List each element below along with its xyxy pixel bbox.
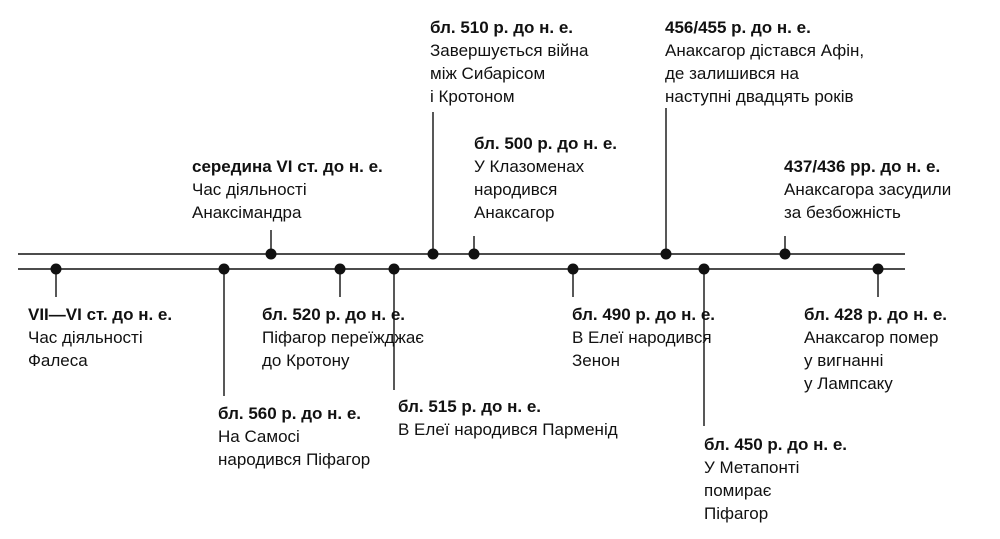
- event-date: VII—VI ст. до н. е.: [28, 305, 173, 324]
- event-500: бл. 500 р. до н. е. У Клазоменах народив…: [474, 132, 617, 224]
- event-date: бл. 450 р. до н. е.: [704, 435, 848, 454]
- event-437: 437/436 рр. до н. е. Анаксагора засудили…: [784, 155, 951, 224]
- timeline-marker-vi-mid: [265, 248, 277, 260]
- timeline-marker-450: [698, 263, 710, 275]
- event-line: народився: [474, 180, 558, 199]
- event-line: між Сибарісом: [430, 64, 546, 83]
- event-date: бл. 515 р. до н. е.: [398, 397, 542, 416]
- timeline-marker-vii-vi: [50, 263, 62, 275]
- timeline-marker-520: [334, 263, 346, 275]
- event-date: бл. 428 р. до н. е.: [804, 305, 948, 324]
- event-description: Анаксагора засудили за безбожність: [784, 178, 951, 224]
- event-line: В Елеї народився: [572, 328, 712, 347]
- event-line: Піфагор переїжджає: [262, 328, 424, 347]
- event-vi-mid: середина VI ст. до н. е. Час діяльності …: [192, 155, 383, 224]
- event-description: Час діяльності Анаксімандра: [192, 178, 383, 224]
- event-line: наступні двадцять років: [665, 87, 854, 106]
- event-510: бл. 510 р. до н. е. Завершується війна м…: [430, 16, 589, 108]
- timeline-marker-437: [779, 248, 791, 260]
- event-date: 437/436 рр. до н. е.: [784, 157, 941, 176]
- event-description: У Метапонті помирає Піфагор: [704, 456, 847, 525]
- event-line: помирає: [704, 481, 772, 500]
- event-line: Час діяльності: [192, 180, 307, 199]
- event-line: На Самосі: [218, 427, 300, 446]
- event-line: У Клазоменах: [474, 157, 585, 176]
- event-date: 456/455 р. до н. е.: [665, 18, 811, 37]
- event-line: народився Піфагор: [218, 450, 371, 469]
- timeline-marker-428: [872, 263, 884, 275]
- event-line: Піфагор: [704, 504, 769, 523]
- event-line: Анаксагор: [474, 203, 555, 222]
- event-line: У Метапонті: [704, 458, 800, 477]
- event-line: Фалеса: [28, 351, 88, 370]
- event-description: Анаксагор дістався Афін, де залишився на…: [665, 39, 864, 108]
- event-line: і Кротоном: [430, 87, 515, 106]
- timeline-marker-560: [218, 263, 230, 275]
- event-line: Зенон: [572, 351, 620, 370]
- event-line: Завершується війна: [430, 41, 589, 60]
- timeline-marker-500: [468, 248, 480, 260]
- event-date: бл. 520 р. до н. е.: [262, 305, 406, 324]
- event-line: Анаксагор дістався Афін,: [665, 41, 865, 60]
- event-515: бл. 515 р. до н. е. В Елеї народився Пар…: [398, 395, 618, 441]
- event-line: до Кротону: [262, 351, 350, 370]
- event-description: В Елеї народився Зенон: [572, 326, 715, 372]
- event-line: В Елеї народився Парменід: [398, 420, 618, 439]
- event-line: Анаксагор помер: [804, 328, 939, 347]
- event-line: у вигнанні: [804, 351, 884, 370]
- event-450: бл. 450 р. до н. е. У Метапонті помирає …: [704, 433, 847, 525]
- event-date: середина VI ст. до н. е.: [192, 157, 383, 176]
- timeline-marker-490: [567, 263, 579, 275]
- event-line: за безбожність: [784, 203, 901, 222]
- event-520: бл. 520 р. до н. е. Піфагор переїжджає д…: [262, 303, 424, 372]
- event-456: 456/455 р. до н. е. Анаксагор дістався А…: [665, 16, 864, 108]
- event-line: Час діяльності: [28, 328, 143, 347]
- event-560: бл. 560 р. до н. е. На Самосі народився …: [218, 402, 370, 471]
- timeline-marker-510: [427, 248, 439, 260]
- event-date: бл. 560 р. до н. е.: [218, 404, 362, 423]
- event-description: Анаксагор помер у вигнанні у Лампсаку: [804, 326, 947, 395]
- event-vii-vi: VII—VI ст. до н. е. Час діяльності Фалес…: [28, 303, 172, 372]
- event-description: В Елеї народився Парменід: [398, 418, 618, 441]
- event-date: бл. 510 р. до н. е.: [430, 18, 574, 37]
- timeline-marker-456: [660, 248, 672, 260]
- event-description: Час діяльності Фалеса: [28, 326, 172, 372]
- event-line: Анаксімандра: [192, 203, 302, 222]
- event-line: де залишився на: [665, 64, 800, 83]
- event-description: У Клазоменах народився Анаксагор: [474, 155, 617, 224]
- event-line: у Лампсаку: [804, 374, 893, 393]
- event-line: Анаксагора засудили: [784, 180, 952, 199]
- event-date: бл. 490 р. до н. е.: [572, 305, 716, 324]
- event-description: На Самосі народився Піфагор: [218, 425, 370, 471]
- event-date: бл. 500 р. до н. е.: [474, 134, 618, 153]
- event-490: бл. 490 р. до н. е. В Елеї народився Зен…: [572, 303, 715, 372]
- event-428: бл. 428 р. до н. е. Анаксагор помер у ви…: [804, 303, 947, 395]
- event-description: Піфагор переїжджає до Кротону: [262, 326, 424, 372]
- event-description: Завершується війна між Сибарісом і Крото…: [430, 39, 589, 108]
- timeline-marker-515: [388, 263, 400, 275]
